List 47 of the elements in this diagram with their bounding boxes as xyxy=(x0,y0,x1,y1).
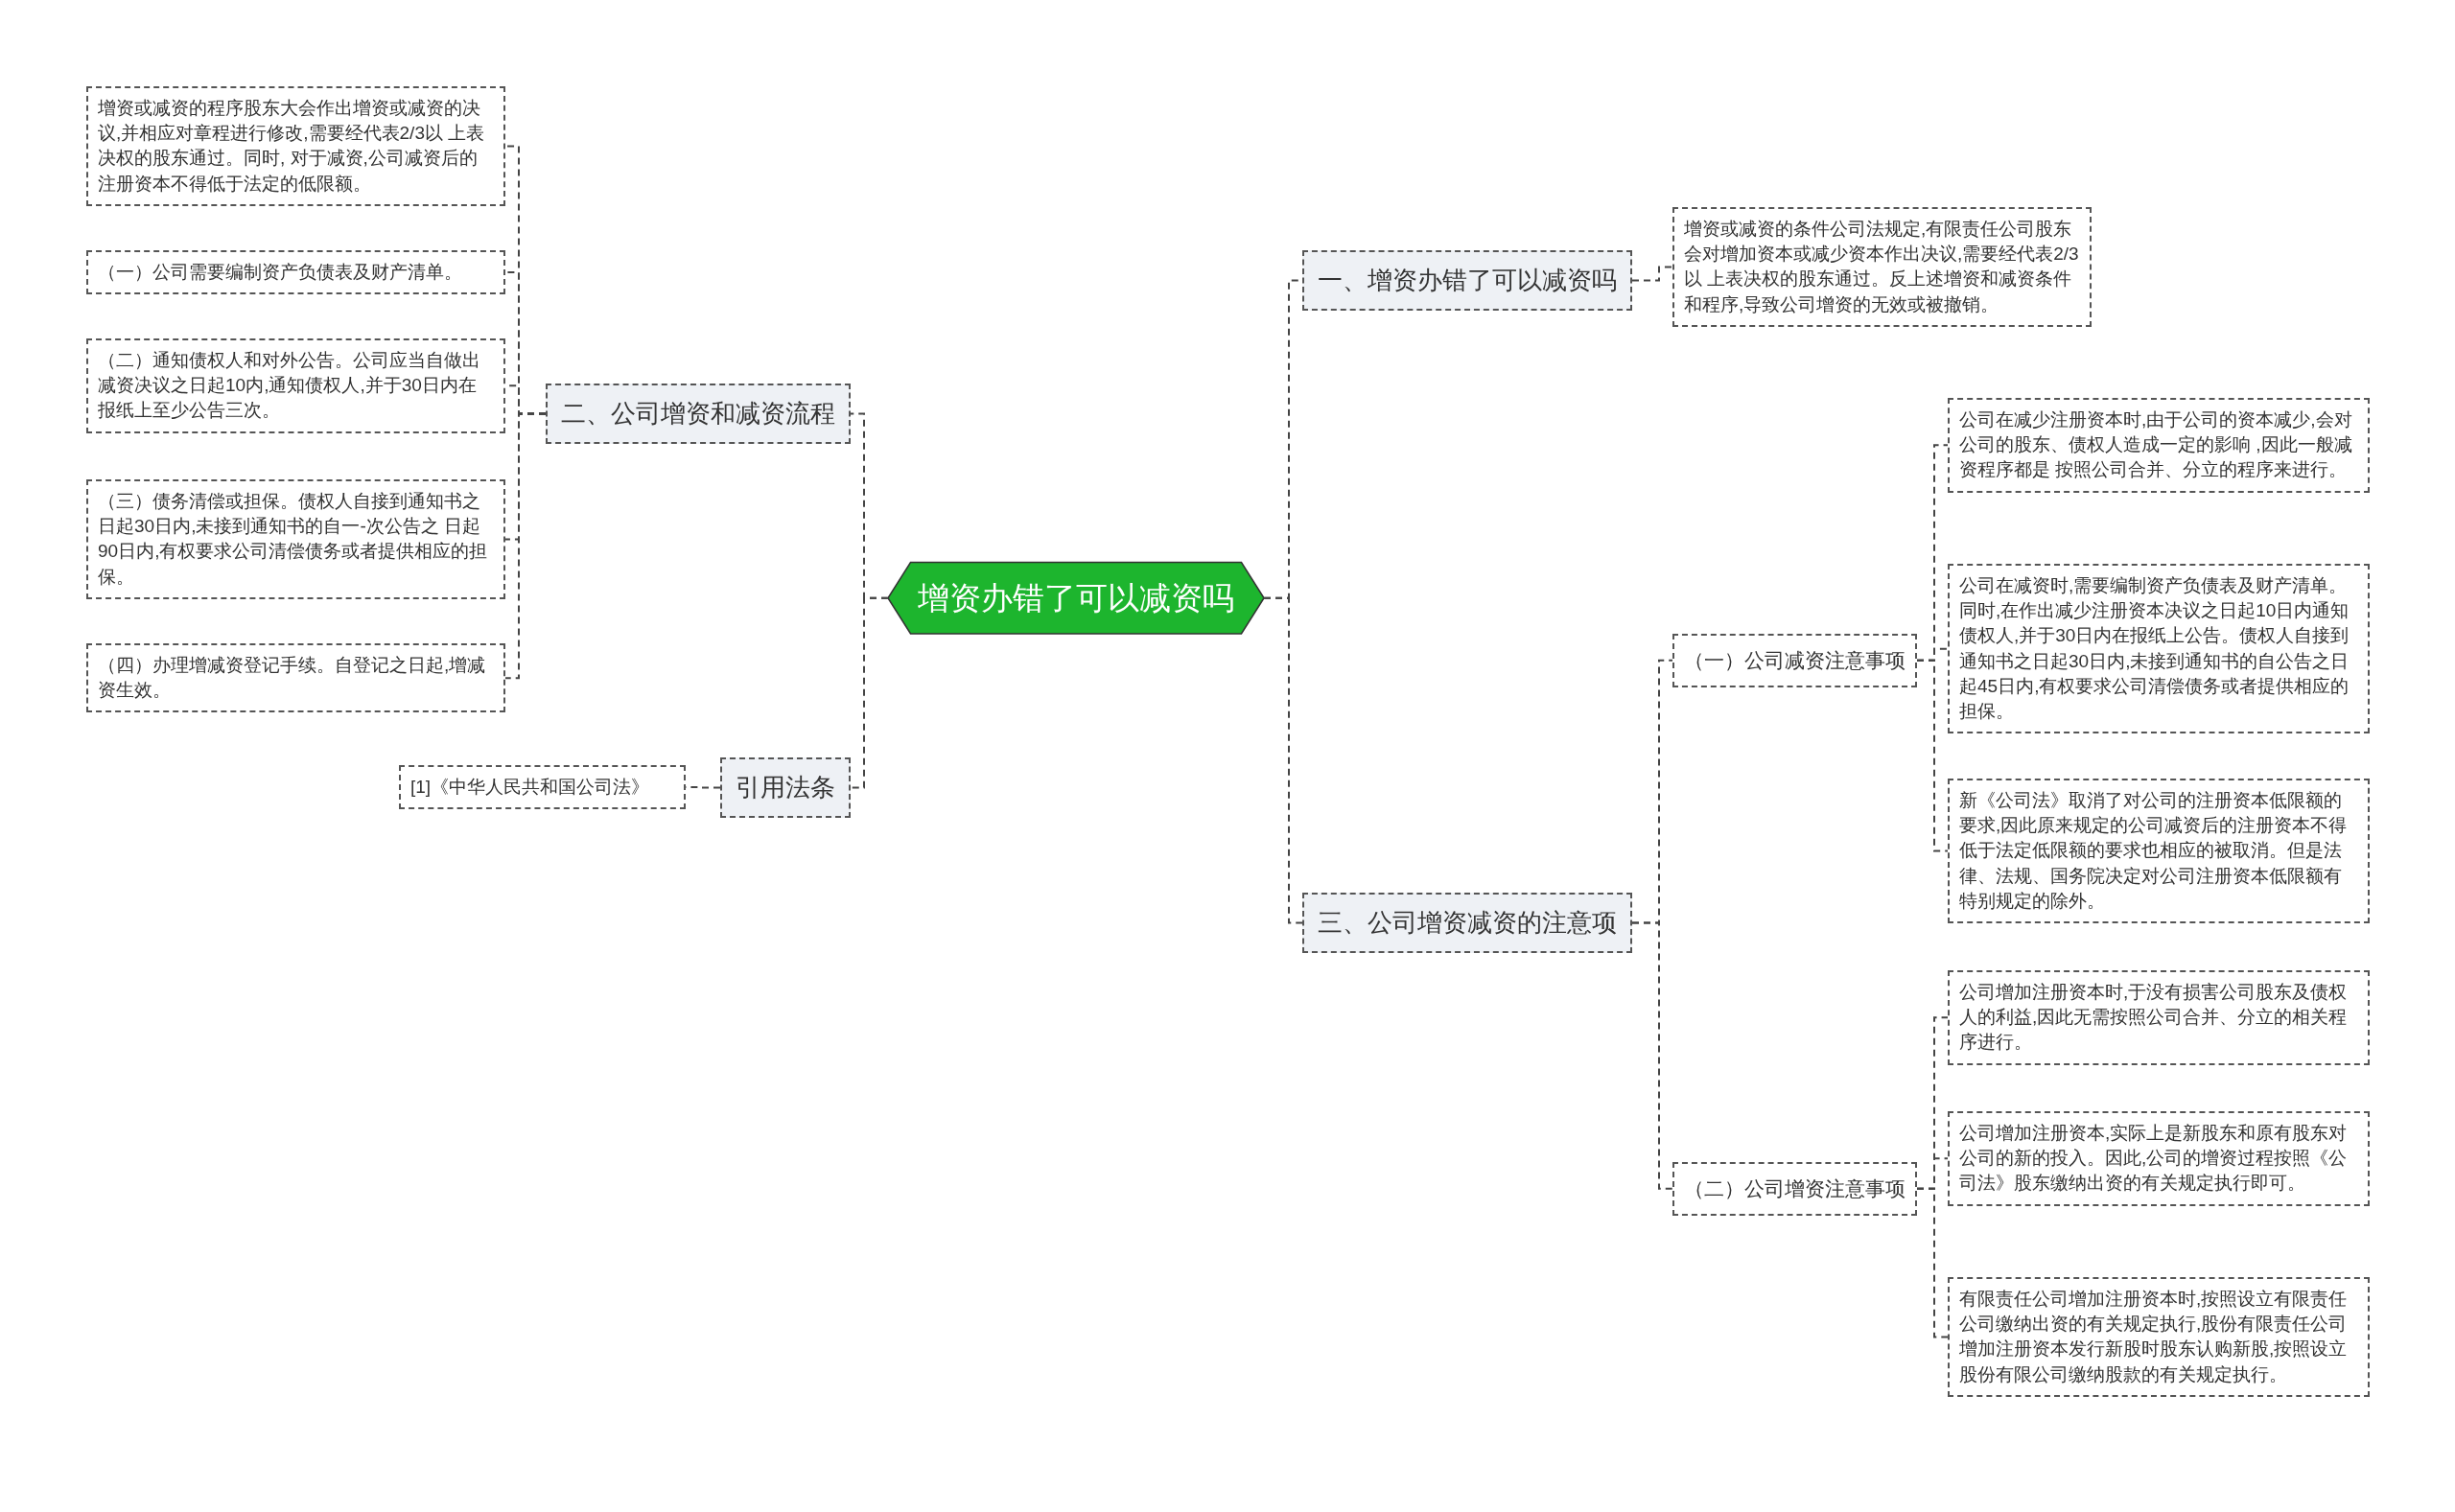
branch-box xyxy=(1302,250,1632,311)
note-box xyxy=(86,250,505,295)
note-box xyxy=(399,765,686,810)
node-text: 公司增加注册资本,实际上是新股东和原有股东对公司的新的投入。因此,公司的增资过程按照《公司法》股东缴纳出资的有关规定执行即可。 xyxy=(1959,1122,2349,1196)
node-text: 引用法条 xyxy=(736,772,835,803)
root-node xyxy=(888,561,1264,636)
node-text: （一）公司减资注意事项 xyxy=(1684,648,1906,673)
branch-box xyxy=(1302,893,1632,953)
node-text: 增资或减资的条件公司法规定,有限责任公司股东会对增加资本或减少资本作出决议,需要经代表2/3以 上表决权的股东通过。反上述增资和减资条件和程序,导致公司增资的无效或被撤销。 xyxy=(1684,218,2080,316)
connector-line xyxy=(1263,596,1303,924)
node-text: 一、增资办错了可以减资吗 xyxy=(1318,265,1617,296)
note-box xyxy=(1948,1111,2370,1206)
node-text: 二、公司增资和减资流程 xyxy=(561,398,835,430)
node-text: 三、公司增资减资的注意项 xyxy=(1318,907,1617,939)
node-text: 公司增加注册资本时,于没有损害公司股东及债权人的利益,因此无需按照公司合并、分立的相关程序进行。 xyxy=(1959,981,2349,1055)
connector-line xyxy=(1916,1187,1949,1338)
note-box xyxy=(86,86,505,206)
note-box xyxy=(1948,779,2370,924)
connector-line xyxy=(1631,266,1673,282)
connector-line xyxy=(504,412,547,680)
node-text: 增资或减资的程序股东大会作出增资或减资的决议,并相应对章程进行修改,需要经代表2/3以 上表决权的股东通过。同时, 对于减资,公司减资后的注册资本不得低于法定的低限额。 xyxy=(98,97,486,196)
note-box xyxy=(1948,970,2370,1065)
node-text: （三）债务清偿或担保。债权人自接到通知书之日起30日内,未接到通知书的自一-次公告之 日起90日内,有权要求公司清偿债务或者提供相应的担保。 xyxy=(98,490,489,589)
connector-line xyxy=(1916,659,1949,852)
node-text: 公司在减资时,需要编制资产负债表及财产清单。同时,在作出减少注册资本决议之日起10日内通知债权人,并于30日内在报纸上公告。债权人自接到通知书之日起30日内,未接到通知书的自公告之日起45日内,有权要求公司清偿债务或者提供相应的担保。 xyxy=(1959,574,2350,724)
note-box xyxy=(1948,1277,2370,1397)
root-title: 增资办错了可以减资吗 xyxy=(917,579,1235,617)
note-box xyxy=(1672,207,2092,327)
branch-box xyxy=(720,757,851,818)
topic-box xyxy=(1672,1162,1917,1216)
connector-line xyxy=(850,596,889,789)
node-text: （二）通知债权人和对外公告。公司应当自做出减资决议之日起10内,通知债权人,并于30日内在报纸上至少公告三次。 xyxy=(98,349,481,423)
node-text: [1]《中华人民共和国公司法》 xyxy=(410,776,651,799)
node-text: 新《公司法》取消了对公司的注册资本低限额的要求,因此原来规定的公司减资后的注册资本不得低于法定低限额的要求也相应的被取消。但是法律、法规、国务院决定对公司注册资本低限额有特别规定的除外。 xyxy=(1959,789,2349,913)
note-box xyxy=(86,643,505,713)
node-text: （四）办理增减资登记手续。自登记之日起,增减资生效。 xyxy=(98,654,487,703)
note-box xyxy=(86,338,505,433)
note-box xyxy=(1948,564,2370,734)
branch-box xyxy=(546,384,851,444)
node-text: （一）公司需要编制资产负债表及财产清单。 xyxy=(98,261,463,284)
node-text: （二）公司增资注意事项 xyxy=(1684,1176,1906,1201)
node-text: 公司在减少注册资本时,由于公司的资本减少,会对公司的股东、债权人造成一定的影响 ,因此一般减资程序都是 按照公司合并、分立的程序来进行。 xyxy=(1959,408,2353,482)
topic-box xyxy=(1672,634,1917,687)
connector-line xyxy=(1631,921,1673,1190)
note-box xyxy=(1948,398,2370,493)
note-box xyxy=(86,479,505,599)
node-text: 有限责任公司增加注册资本时,按照设立有限责任公司缴纳出资的有关规定执行,股份有限责任公司增加注册资本发行新股时股东认购新股,按照设立股份有限公司缴纳股款的有关规定执行。 xyxy=(1959,1288,2349,1386)
